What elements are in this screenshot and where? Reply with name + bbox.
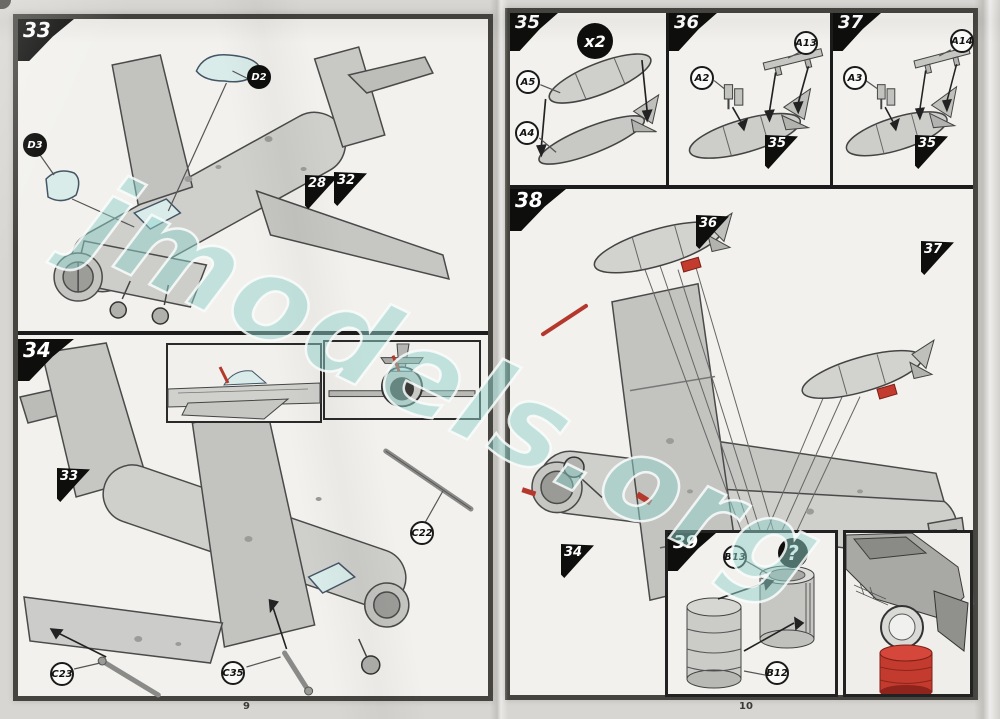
question-mark-icon: ? <box>778 538 808 568</box>
brace-rail-a13 <box>762 48 824 77</box>
tank-lower-half <box>538 115 646 165</box>
step-number: 34 <box>23 338 51 362</box>
callout-label: D3 <box>27 139 43 151</box>
callout-a3: A3 <box>843 66 867 90</box>
step-37-panel: 37 A3 A14 35 <box>830 12 974 185</box>
step-35-panel: 35 x2 A5 A4 <box>510 13 666 185</box>
callout-label: A13 <box>795 37 817 49</box>
callout-label: A5 <box>520 76 536 88</box>
callout-label: C35 <box>222 667 244 679</box>
drop-tank <box>688 112 802 159</box>
callout-d2: D2 <box>247 65 271 89</box>
quantity-badge: x2 <box>577 23 613 59</box>
step-39-panel: 39 ? B13 B12 <box>665 530 838 697</box>
callout-a2: A2 <box>690 66 714 90</box>
red-barrel <box>879 644 933 694</box>
drop-tank <box>845 111 948 157</box>
callout-b13: B13 <box>723 545 747 569</box>
callout-label: D2 <box>251 71 267 83</box>
tailplane <box>933 590 969 652</box>
tail-support-panel <box>843 530 973 697</box>
callout-label: B13 <box>724 551 746 563</box>
flag-label: 35 <box>918 136 937 151</box>
left-wing <box>111 54 194 206</box>
callout-d3: D3 <box>23 133 47 157</box>
step39-illustration <box>686 560 815 689</box>
step-34-panel: 34 33 C22 C23 C35 <box>18 338 488 698</box>
callout-a13: A13 <box>794 31 818 55</box>
flag-label: 33 <box>60 469 79 484</box>
red-pylon <box>680 256 702 273</box>
callout-c23: C23 <box>50 662 74 686</box>
bracket-part-a2 <box>723 84 744 110</box>
wheel <box>563 456 585 479</box>
callout-label: B12 <box>766 667 788 679</box>
page-left: 33 D2 D3 28 32 <box>13 14 493 701</box>
inset-front-view <box>323 340 481 420</box>
flag-label: 28 <box>308 176 327 191</box>
inset-side-view <box>166 343 322 423</box>
callout-label: C23 <box>51 668 73 680</box>
wheel <box>109 301 127 319</box>
oil-drum-b12 <box>686 597 742 689</box>
top-step-row: 35 x2 A5 A4 <box>510 12 974 189</box>
jet-pipe <box>880 605 924 649</box>
step-number: 36 <box>674 12 700 33</box>
step-number: 38 <box>515 188 543 212</box>
windscreen-part-d3 <box>45 170 80 202</box>
quantity-label: x2 <box>584 31 606 51</box>
callout-a4: A4 <box>515 121 539 145</box>
scan-corner-mark <box>0 0 11 9</box>
callout-c35: C35 <box>221 661 245 685</box>
flag-label: 32 <box>337 173 356 188</box>
question-mark-label: ? <box>787 541 799 565</box>
right-wing <box>255 189 450 281</box>
page-number-right: 10 <box>739 701 753 712</box>
drum-shell-b13 <box>759 565 815 649</box>
callout-label: A4 <box>519 127 535 139</box>
side-view-illustration <box>167 366 321 420</box>
page-right: 35 x2 A5 A4 <box>505 8 978 700</box>
red-antenna-mast <box>218 366 230 384</box>
callout-a5: A5 <box>516 70 540 94</box>
right-drop-tank <box>801 349 923 400</box>
callout-label: C22 <box>411 527 433 539</box>
callout-label: A14 <box>951 35 973 47</box>
page-number-left: 9 <box>243 701 250 712</box>
step-number: 37 <box>838 12 864 33</box>
flag-label: 35 <box>768 136 787 151</box>
flag-label: 37 <box>924 242 943 257</box>
wheel <box>360 655 381 675</box>
flag-label: 34 <box>564 545 583 560</box>
callout-b12: B12 <box>765 661 789 685</box>
callout-c22: C22 <box>410 521 434 545</box>
callout-label: A3 <box>847 72 863 84</box>
tail-on-barrel-illustration <box>846 533 969 694</box>
front-view-illustration <box>328 343 476 408</box>
bracket-part-a3 <box>876 84 896 110</box>
step-number: 39 <box>673 532 699 553</box>
step-33-panel: 33 D2 D3 28 32 <box>18 19 488 335</box>
callout-a14: A14 <box>950 29 974 53</box>
step-number: 33 <box>23 18 51 42</box>
tank-fin <box>909 361 934 380</box>
step-36-panel: 36 A2 A13 35 <box>666 13 830 185</box>
callout-label: A2 <box>694 72 710 84</box>
flag-label: 36 <box>699 216 718 231</box>
red-rod <box>541 303 588 337</box>
wheel <box>151 307 170 325</box>
step-number: 35 <box>515 12 541 33</box>
